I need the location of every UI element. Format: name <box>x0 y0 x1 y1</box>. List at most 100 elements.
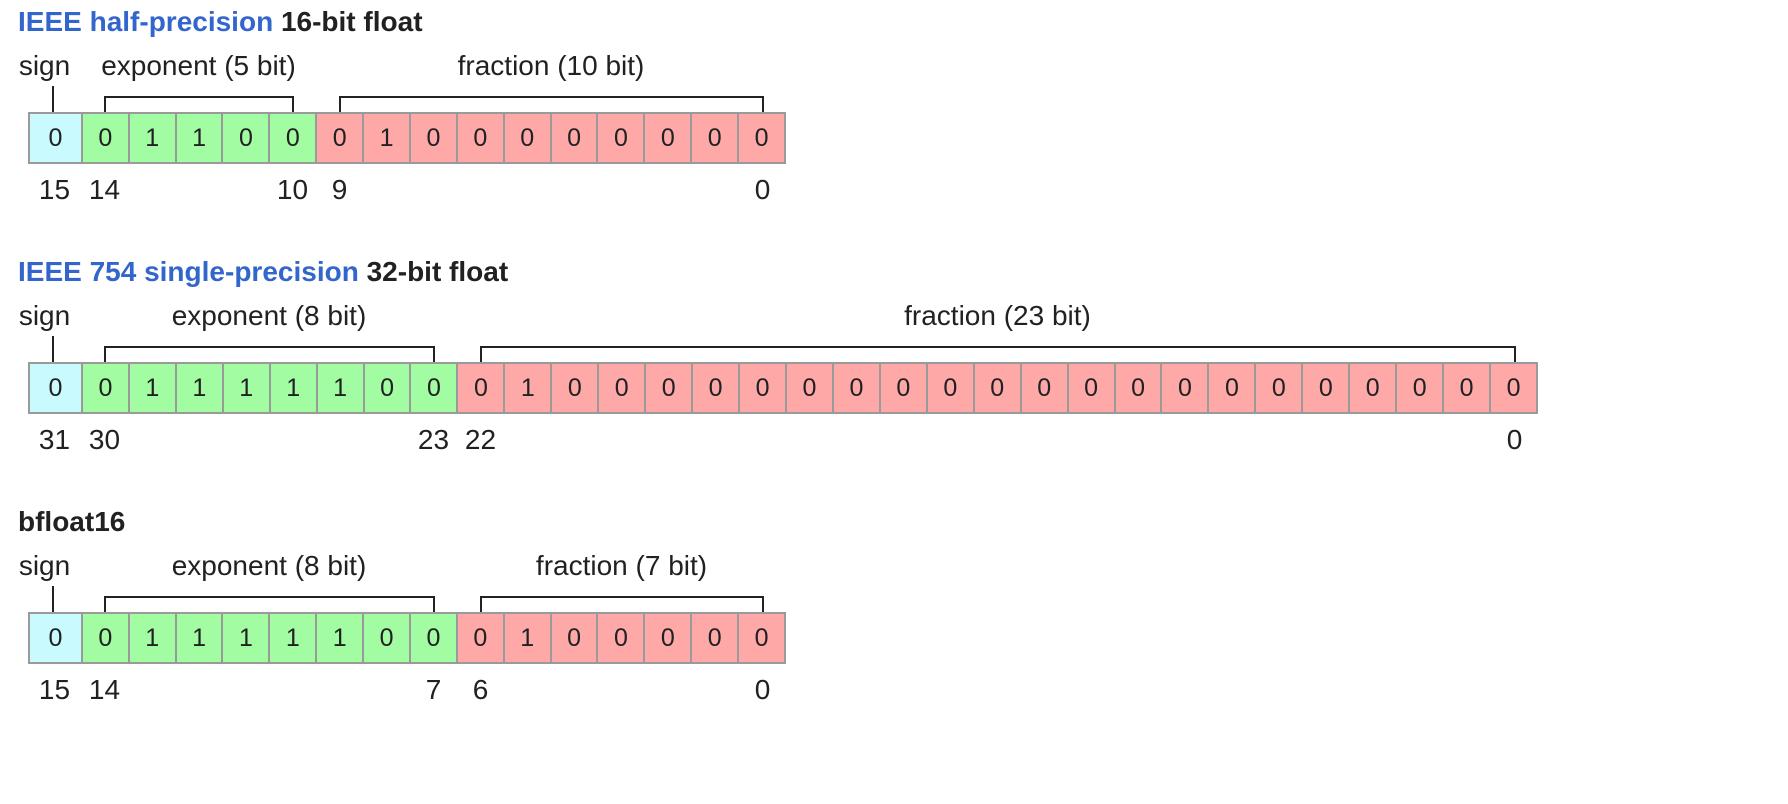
exponent-label: exponent (8 bit) <box>171 300 367 331</box>
fraction-bit-cell: 0 <box>552 364 600 412</box>
fraction-label: fraction (10 bit) <box>457 50 645 81</box>
fraction-label: fraction (23 bit) <box>904 300 1091 331</box>
exponent-bracket <box>103 596 435 612</box>
bit-index: 0 <box>754 674 771 705</box>
format-title-text: 32-bit float <box>366 256 509 287</box>
fraction-bit-cell: 0 <box>692 114 740 162</box>
fraction-bit-cell: 0 <box>1021 364 1069 412</box>
exponent-bit-cell: 1 <box>176 614 224 662</box>
bit-index: 23 <box>417 424 450 455</box>
exponent-bit-cell: 0 <box>82 364 130 412</box>
sign-tick <box>51 86 54 112</box>
fraction-bit-cell: 0 <box>645 114 693 162</box>
bit-index: 14 <box>88 674 121 705</box>
exponent-bit-cell: 1 <box>317 614 365 662</box>
fraction-bit-cell: 0 <box>1115 364 1163 412</box>
format-title: IEEE half-precision 16-bit float <box>18 6 423 38</box>
exponent-bit-cell: 1 <box>176 114 224 162</box>
fraction-bit-cell: 0 <box>551 614 599 662</box>
exponent-bit-cell: 0 <box>82 614 130 662</box>
fraction-bit-cell: 0 <box>645 614 693 662</box>
sign-label: sign <box>18 550 71 581</box>
sign-tick <box>51 586 54 612</box>
exponent-bit-cell: 1 <box>270 614 318 662</box>
fraction-bit-cell: 0 <box>1397 364 1445 412</box>
sign-bit-cell: 0 <box>30 614 83 662</box>
bit-index: 14 <box>88 174 121 205</box>
exponent-bracket <box>103 346 435 362</box>
fraction-bracket <box>338 96 764 112</box>
fraction-bit-cell: 0 <box>927 364 975 412</box>
fraction-bit-cell: 0 <box>833 364 881 412</box>
format-title: bfloat16 <box>18 506 125 538</box>
fraction-bit-cell: 0 <box>599 364 647 412</box>
exponent-bit-cell: 1 <box>270 364 318 412</box>
exponent-bit-cell: 0 <box>364 364 412 412</box>
bit-index: 15 <box>38 674 71 705</box>
fraction-bit-cell: 0 <box>1350 364 1398 412</box>
sign-label: sign <box>18 50 71 81</box>
fraction-bit-cell: 0 <box>786 364 834 412</box>
fraction-bit-cell: 0 <box>693 364 741 412</box>
bit-index: 7 <box>425 674 442 705</box>
fraction-bit-cell: 0 <box>974 364 1022 412</box>
fraction-bit-cell: 0 <box>504 114 552 162</box>
fraction-bit-cell: 0 <box>739 614 786 662</box>
format-title-text: bfloat16 <box>18 506 126 537</box>
fraction-bit-cell: 0 <box>551 114 599 162</box>
fraction-label: fraction (7 bit) <box>535 550 708 581</box>
exponent-bit-cell: 0 <box>364 614 411 662</box>
exponent-bit-cell: 0 <box>270 114 318 162</box>
fraction-bit-cell: 0 <box>1209 364 1257 412</box>
format-title: IEEE 754 single-precision 32-bit float <box>18 256 508 288</box>
exponent-bit-cell: 1 <box>317 364 365 412</box>
bit-index: 9 <box>331 174 348 205</box>
bit-index: 15 <box>38 174 71 205</box>
fraction-bit-cell: 0 <box>739 114 786 162</box>
bit-index: 0 <box>754 174 771 205</box>
fraction-bit-cell: 0 <box>1256 364 1304 412</box>
sign-bit-cell: 0 <box>30 114 83 162</box>
exponent-bit-cell: 1 <box>176 364 224 412</box>
format-title-link[interactable]: IEEE 754 single-precision <box>18 256 359 287</box>
bit-index: 0 <box>1506 424 1523 455</box>
exponent-bit-cell: 1 <box>129 614 177 662</box>
fraction-bit-cell: 1 <box>505 364 553 412</box>
fraction-bit-cell: 0 <box>598 114 646 162</box>
fraction-bit-cell: 0 <box>1491 364 1538 412</box>
fraction-bit-cell: 0 <box>317 114 365 162</box>
exponent-bit-cell: 1 <box>223 364 271 412</box>
exponent-label: exponent (5 bit) <box>101 50 296 81</box>
sign-bit-cell: 0 <box>30 364 83 412</box>
fraction-bit-cell: 0 <box>1068 364 1116 412</box>
exponent-bit-cell: 0 <box>223 114 271 162</box>
bit-index: 10 <box>276 174 309 205</box>
fraction-bit-cell: 0 <box>410 114 458 162</box>
fraction-bit-cell: 0 <box>740 364 787 412</box>
sign-tick <box>51 336 54 362</box>
sign-label: sign <box>18 300 71 331</box>
fraction-bit-cell: 0 <box>692 614 740 662</box>
fraction-bit-cell: 0 <box>458 364 506 412</box>
fraction-bit-cell: 0 <box>646 364 694 412</box>
bit-index: 22 <box>464 424 497 455</box>
exponent-bit-cell: 1 <box>223 614 271 662</box>
exponent-bit-cell: 0 <box>411 364 459 412</box>
fraction-bit-cell: 0 <box>1444 364 1492 412</box>
fraction-bit-cell: 0 <box>1303 364 1351 412</box>
bit-index: 31 <box>38 424 71 455</box>
exponent-bit-cell: 0 <box>82 114 130 162</box>
fraction-bit-cell: 0 <box>1162 364 1210 412</box>
fraction-bit-cell: 0 <box>457 614 505 662</box>
bit-index: 6 <box>472 674 489 705</box>
fraction-bit-cell: 0 <box>457 114 505 162</box>
format-title-text: 16-bit float <box>280 6 423 37</box>
fraction-bit-cell: 1 <box>364 114 411 162</box>
bit-index: 30 <box>88 424 121 455</box>
fraction-bit-cell: 0 <box>880 364 928 412</box>
format-title-link[interactable]: IEEE half-precision <box>18 6 274 37</box>
exponent-bracket <box>103 96 294 112</box>
